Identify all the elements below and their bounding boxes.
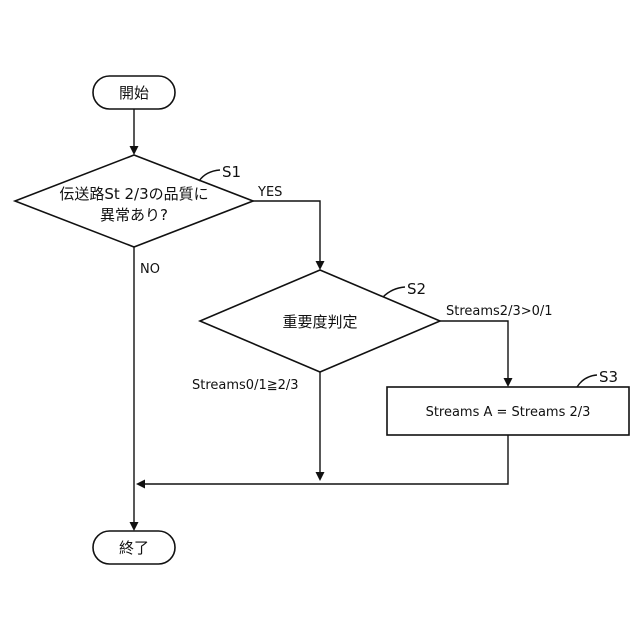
step-s1-label: S1 [222,163,241,181]
edge-yes-label: YES [257,185,282,200]
arrowhead [130,146,139,155]
arrowhead [316,472,325,481]
decision-s1-line1: 伝送路St 2/3の品質に [59,185,208,203]
step-s3-leader [577,375,597,387]
edge-yes [253,201,320,263]
edge-s3-return [143,435,508,484]
edge-streams-gt-label: Streams2/3>0/1 [446,304,553,319]
decision-s2-label: 重要度判定 [282,313,357,331]
step-s3-label: S3 [599,368,618,386]
step-s1-leader [199,170,220,181]
end-label: 終了 [119,539,149,557]
step-s2-leader [383,287,405,297]
edge-no-label: NO [140,262,160,277]
arrowhead [136,480,145,489]
edge-streams-gt [440,321,508,380]
decision-s1-line2: 異常あり? [100,206,168,224]
start-label: 開始 [119,84,149,102]
step-s2-label: S2 [407,280,426,298]
arrowhead [504,378,513,387]
process-s3-label: Streams A = Streams 2/3 [426,405,591,420]
arrowhead [130,522,139,531]
edge-streams-ge-label: Streams0/1≧2/3 [192,378,299,393]
arrowhead [316,261,325,270]
